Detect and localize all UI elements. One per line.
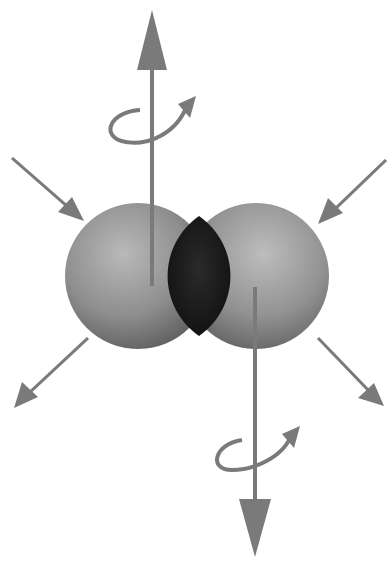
arrow-up-icon: [137, 10, 167, 70]
arrow-down-icon: [239, 499, 271, 557]
spin-down-rotation: [217, 426, 300, 470]
outgoing-right-arrow: [318, 338, 384, 406]
outgoing-left-arrow: [14, 338, 88, 408]
arrow-down-right-icon: [358, 383, 384, 406]
incoming-right-arrow: [318, 160, 386, 224]
curved-rotation-arrow-icon: [110, 108, 186, 143]
sphere-pair: [65, 203, 329, 349]
incoming-left-arrow: [12, 158, 84, 221]
arrow-down-left-icon: [318, 198, 343, 224]
arrow-down-left-icon: [14, 382, 38, 408]
